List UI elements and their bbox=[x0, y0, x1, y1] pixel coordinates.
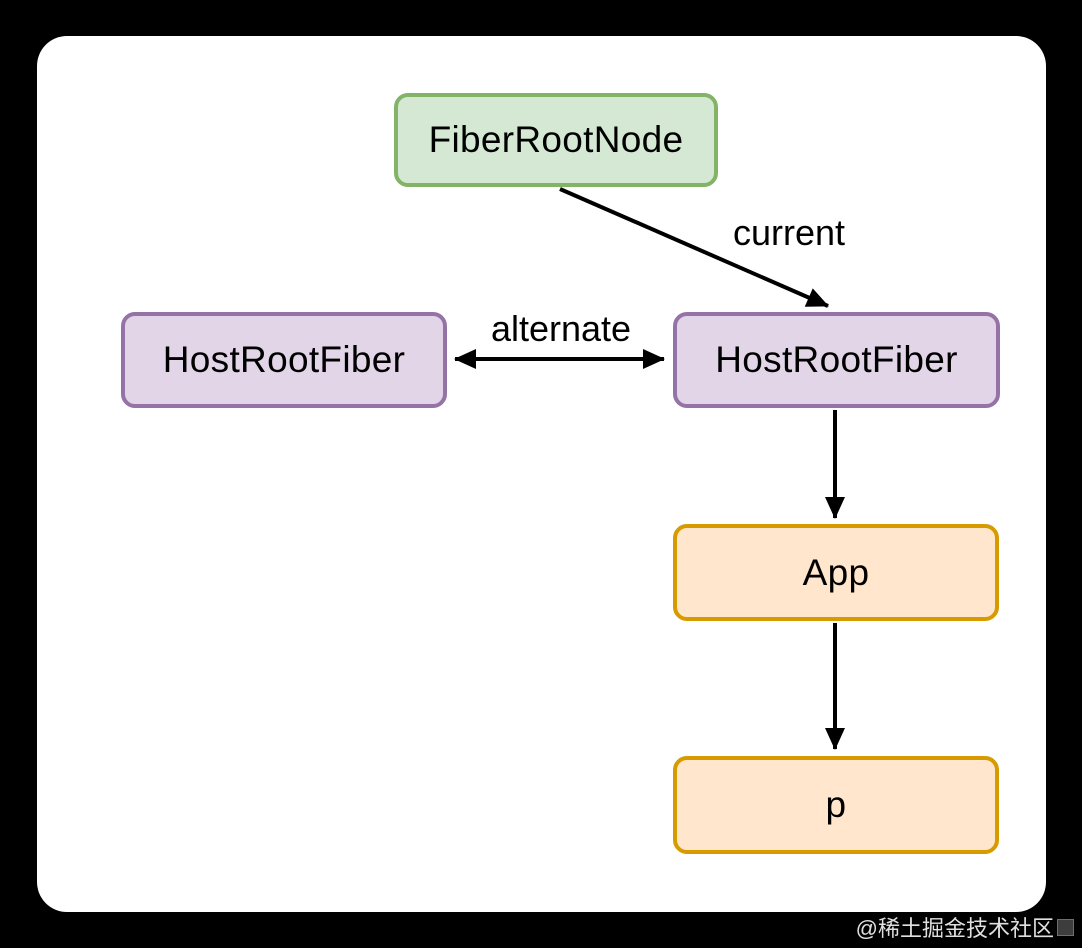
edge-label-alternate: alternate bbox=[490, 308, 632, 349]
node-fiber-root-node: FiberRootNode bbox=[394, 93, 718, 187]
node-host-root-fiber-left: HostRootFiber bbox=[121, 312, 447, 408]
node-fiber-root-node-label: FiberRootNode bbox=[428, 119, 684, 160]
node-p: p bbox=[673, 756, 999, 854]
watermark: @稀土掘金技术社区 bbox=[856, 911, 1074, 943]
node-app: App bbox=[673, 524, 999, 621]
edge-label-current: current bbox=[732, 212, 846, 253]
node-host-root-fiber-right: HostRootFiber bbox=[673, 312, 1000, 408]
node-host-root-fiber-left-label: HostRootFiber bbox=[162, 339, 406, 380]
node-app-label: App bbox=[802, 551, 870, 593]
node-host-root-fiber-right-label: HostRootFiber bbox=[715, 339, 958, 380]
node-p-label: p bbox=[825, 784, 847, 825]
watermark-logo-icon bbox=[1057, 918, 1074, 936]
watermark-text: @稀土掘金技术社区 bbox=[855, 916, 1054, 941]
